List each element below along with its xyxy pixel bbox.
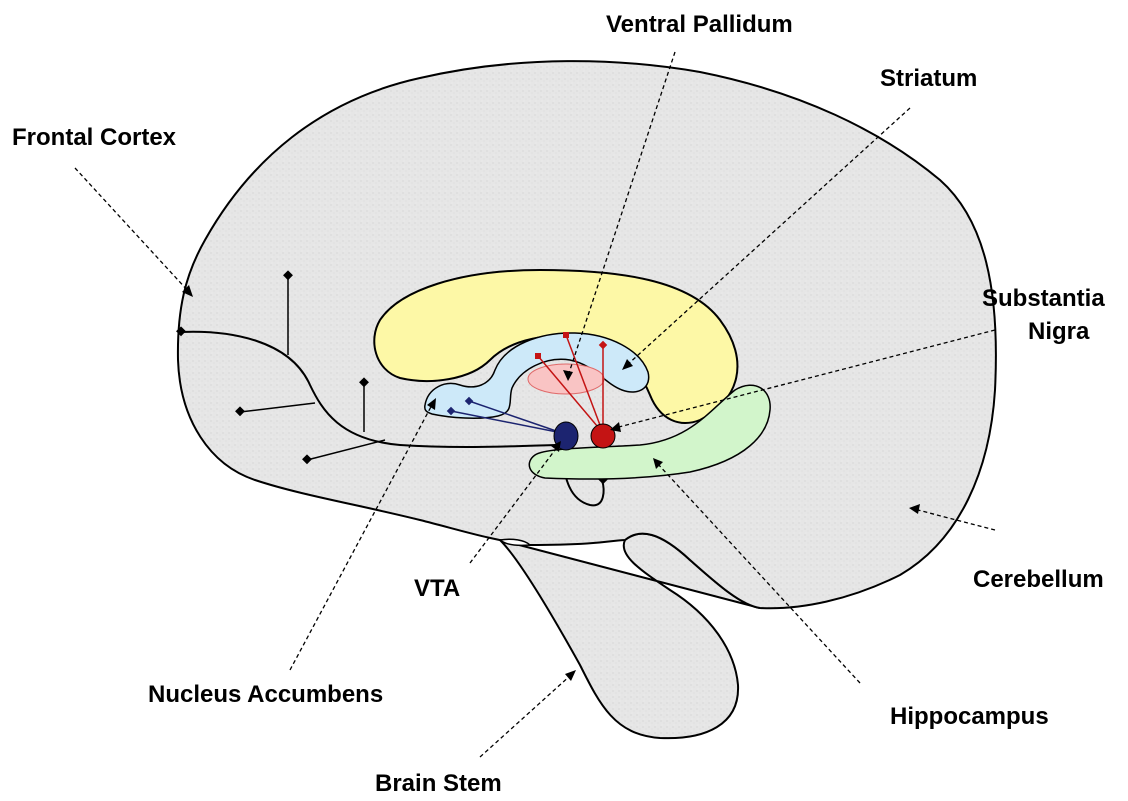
label-cerebellum: Cerebellum	[973, 566, 1104, 593]
label-brain-stem: Brain Stem	[375, 770, 502, 796]
label-ventral-pallidum: Ventral Pallidum	[606, 11, 793, 38]
label-substantia-nigra-line1: Substantia	[982, 285, 1105, 312]
label-frontal-cortex: Frontal Cortex	[12, 124, 177, 151]
label-nucleus-accumbens: Nucleus Accumbens	[148, 681, 383, 708]
label-vta: VTA	[414, 575, 460, 602]
label-striatum: Striatum	[880, 65, 977, 92]
label-hippocampus: Hippocampus	[890, 703, 1049, 730]
substantia-nigra-node	[591, 424, 615, 448]
label-substantia-nigra-line2: Nigra	[1028, 318, 1090, 345]
